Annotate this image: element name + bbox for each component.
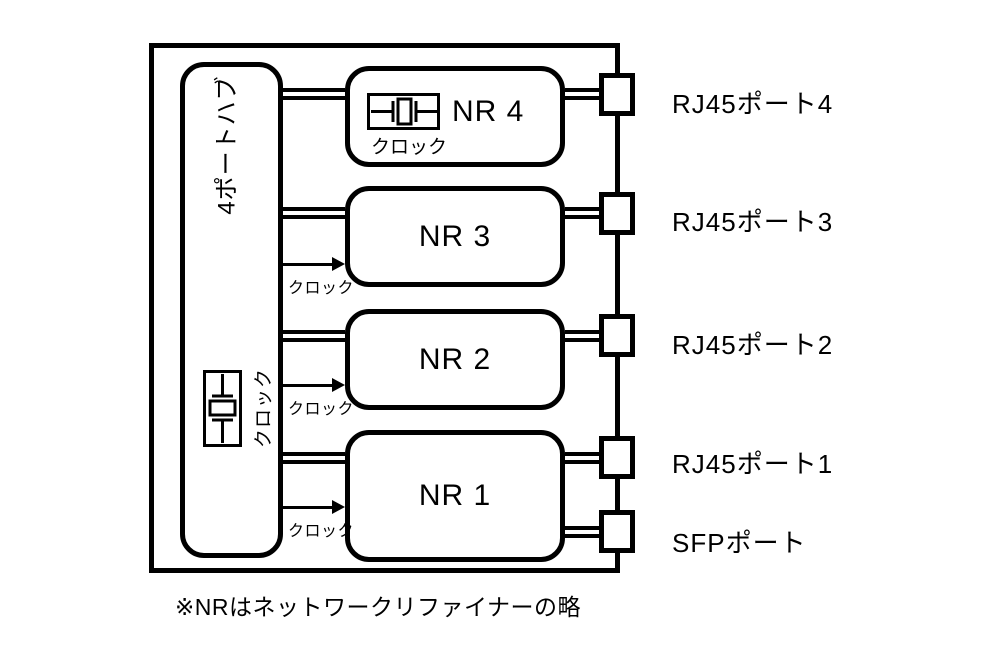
nr1-sfpport-link — [565, 526, 599, 538]
sfp-port-label: SFPポート — [672, 528, 807, 558]
rj45-port1-square — [599, 436, 635, 479]
clock-arrow-label-nr3: クロック — [288, 280, 355, 297]
rj45-port3-label: RJ45ポート3 — [672, 207, 834, 237]
nr2-box: NR 2 — [345, 309, 565, 410]
hub-label: 4ポートハブ — [213, 75, 241, 215]
clock-arrow-shaft — [283, 505, 335, 509]
hub-box — [180, 62, 283, 558]
rj45-port3-square — [599, 192, 635, 235]
rj45-port2-square — [599, 314, 635, 357]
hub-nr3-link — [283, 207, 345, 219]
clock-arrow-nr2 — [283, 377, 345, 393]
hub-clock-label: クロック — [253, 367, 275, 449]
nr3-box: NR 3 — [345, 186, 565, 287]
footnote: ※NRはネットワークリファイナーの略 — [175, 594, 582, 620]
nr4-box — [345, 66, 565, 167]
nr4-crystal-oscillator-icon — [367, 93, 440, 130]
nr4-clock-label: クロック — [371, 137, 448, 158]
nr1-rj45port1-link — [565, 452, 599, 464]
hub-nr2-link — [283, 330, 345, 342]
rj45-port2-label: RJ45ポート2 — [672, 330, 834, 360]
rj45-port4-label: RJ45ポート4 — [672, 89, 834, 119]
nr3-label: NR 3 — [418, 219, 492, 253]
clock-arrowhead-icon — [332, 500, 345, 514]
hub-crystal-oscillator-icon — [203, 370, 242, 447]
clock-arrowhead-icon — [332, 257, 345, 271]
clock-arrow-shaft — [283, 262, 335, 266]
rj45-port4-square — [599, 73, 635, 116]
nr2-label: NR 2 — [418, 342, 492, 376]
nr1-box: NR 1 — [345, 430, 565, 562]
hub-nr1-link — [283, 452, 345, 464]
hub-nr4-link — [283, 88, 345, 100]
clock-arrow-shaft — [283, 383, 335, 387]
nr4-label: NR 4 — [452, 95, 525, 128]
nr2-rj45port2-link — [565, 330, 599, 342]
rj45-port1-label: RJ45ポート1 — [672, 449, 834, 479]
clock-arrowhead-icon — [332, 378, 345, 392]
clock-arrow-nr3 — [283, 256, 345, 272]
clock-arrow-label-nr2: クロック — [288, 401, 355, 418]
clock-arrow-label-nr1: クロック — [288, 523, 355, 540]
nr4-rj45port4-link — [565, 88, 599, 100]
nr1-label: NR 1 — [418, 479, 492, 512]
nr3-rj45port3-link — [565, 207, 599, 219]
clock-arrow-nr1 — [283, 499, 345, 515]
sfp-port-square — [599, 510, 635, 553]
